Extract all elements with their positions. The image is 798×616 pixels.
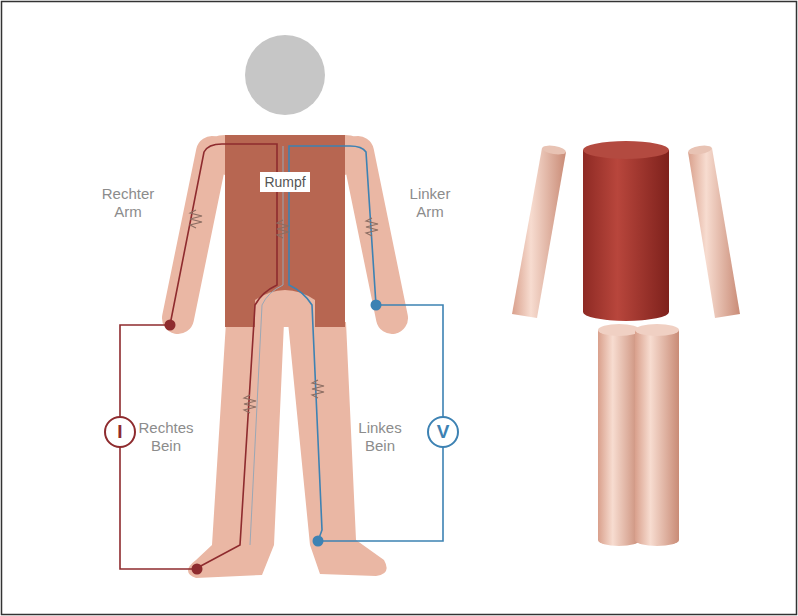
- segment-box: Rumpf: [260, 172, 309, 192]
- voltage-wire: [318, 305, 443, 541]
- segment-label: Rechter Arm: [93, 185, 163, 221]
- segment-label: Rechtes Bein: [131, 419, 201, 455]
- node-text: I: [117, 421, 122, 443]
- current-wire: [120, 325, 197, 569]
- node-text: Rumpf: [264, 174, 305, 190]
- segment-label: Linkes Bein: [350, 419, 410, 455]
- resistor-symbol: [190, 210, 378, 413]
- current-source: I: [104, 416, 136, 448]
- voltmeter: V: [427, 416, 459, 448]
- cylinder-model: [512, 141, 740, 546]
- segment-label: Linker Arm: [395, 185, 465, 221]
- node-text: V: [437, 421, 450, 443]
